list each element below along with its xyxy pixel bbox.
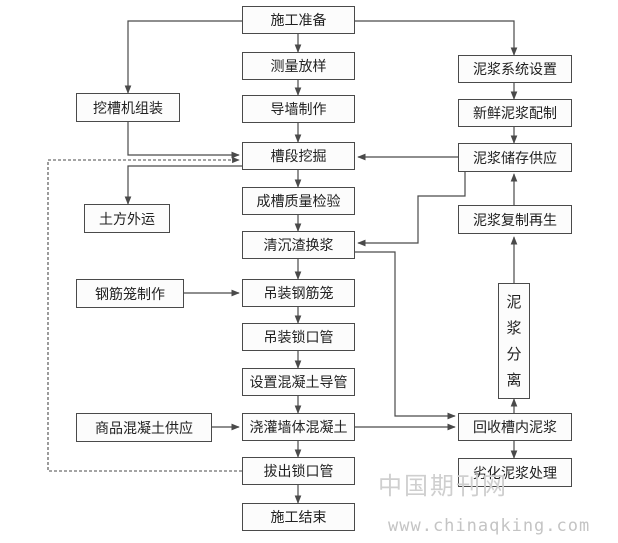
node-label: 清沉渣换浆 bbox=[263, 238, 334, 254]
node-label-char: 离 bbox=[506, 371, 522, 389]
node-label: 浇灌墙体混凝土 bbox=[249, 420, 348, 436]
node-label: 回收槽内泥浆 bbox=[473, 420, 557, 436]
dashed-loop-pull-to-trench bbox=[47, 156, 242, 472]
node-label: 吊装钢筋笼 bbox=[263, 286, 334, 302]
arrow-excavator-trench bbox=[127, 122, 240, 159]
node-ready-mix-supply: 商品混凝土供应 bbox=[76, 413, 212, 442]
node-slurry-storage: 泥浆储存供应 bbox=[458, 143, 572, 172]
node-label-char: 分 bbox=[506, 345, 522, 363]
node-survey: 测量放样 bbox=[242, 52, 355, 80]
node-excavator-assembly: 挖槽机组装 bbox=[76, 93, 180, 122]
node-fresh-slurry: 新鲜泥浆配制 bbox=[458, 99, 572, 127]
node-lift-cage: 吊装钢筋笼 bbox=[242, 279, 355, 307]
node-rebar-cage-making: 钢筋笼制作 bbox=[76, 279, 184, 308]
node-slurry-disposal: 劣化泥浆处理 bbox=[458, 458, 572, 487]
node-label: 设置混凝土导管 bbox=[249, 375, 348, 391]
node-label-char: 泥 bbox=[506, 293, 522, 311]
node-pull-lock-pipe: 拔出锁口管 bbox=[242, 457, 355, 485]
arrow-trench-soil bbox=[124, 165, 242, 205]
node-label: 挖槽机组装 bbox=[93, 100, 163, 117]
node-label-char: 浆 bbox=[506, 319, 522, 337]
node-label: 导墙制作 bbox=[270, 102, 327, 118]
node-label: 槽段挖掘 bbox=[270, 149, 327, 165]
node-label: 新鲜泥浆配制 bbox=[473, 106, 557, 122]
node-label: 泥浆复制再生 bbox=[473, 212, 557, 229]
node-desilt: 清沉渣换浆 bbox=[242, 231, 355, 259]
node-label: 施工结束 bbox=[270, 510, 327, 526]
node-end: 施工结束 bbox=[242, 503, 355, 531]
arrow-start-excavator bbox=[124, 20, 242, 94]
node-trench-excavation: 槽段挖掘 bbox=[242, 142, 355, 170]
node-lift-lock-pipe: 吊装锁口管 bbox=[242, 323, 355, 351]
arrow-storage-desilt bbox=[357, 172, 466, 247]
node-slurry-separation: 泥 浆 分 离 bbox=[498, 283, 530, 399]
node-slurry-recovery: 回收槽内泥浆 bbox=[458, 413, 572, 441]
node-label: 吊装锁口管 bbox=[263, 330, 334, 346]
node-label: 测量放样 bbox=[270, 59, 327, 75]
node-label: 劣化泥浆处理 bbox=[473, 465, 557, 482]
node-label: 商品混凝土供应 bbox=[95, 420, 193, 437]
node-label: 施工准备 bbox=[270, 13, 327, 29]
node-quality-check: 成槽质量检验 bbox=[242, 187, 355, 215]
node-label: 钢筋笼制作 bbox=[95, 286, 165, 303]
arrow-start-slurrysystem bbox=[355, 20, 518, 56]
node-slurry-system: 泥浆系统设置 bbox=[458, 55, 572, 83]
node-slurry-regen: 泥浆复制再生 bbox=[458, 205, 572, 234]
node-soil-transport: 土方外运 bbox=[84, 204, 170, 233]
arrow-desilt-recovery bbox=[355, 251, 456, 420]
node-pour-concrete: 浇灌墙体混凝土 bbox=[242, 413, 355, 441]
node-set-guide-pipe: 设置混凝土导管 bbox=[242, 368, 355, 396]
node-label: 拔出锁口管 bbox=[263, 464, 334, 480]
node-label: 土方外运 bbox=[99, 211, 155, 228]
node-start: 施工准备 bbox=[242, 6, 355, 34]
node-guide-wall: 导墙制作 bbox=[242, 95, 355, 123]
node-label: 泥浆储存供应 bbox=[473, 150, 557, 167]
node-label: 成槽质量检验 bbox=[256, 194, 341, 210]
node-label: 泥浆系统设置 bbox=[473, 62, 557, 78]
